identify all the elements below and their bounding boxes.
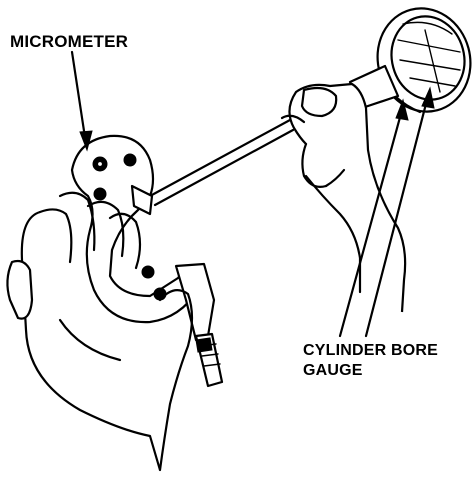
bore-gauge-dial-icon — [350, 0, 472, 122]
micrometer-leader-arrow — [72, 52, 92, 150]
bore-gauge-rod — [150, 120, 293, 205]
cylinder-bore-gauge-label-line2: GAUGE — [303, 361, 438, 381]
right-hand-icon — [282, 84, 405, 312]
cylinder-bore-gauge-label: CYLINDER BORE GAUGE — [303, 341, 438, 381]
cylinder-bore-gauge-label-line1: CYLINDER BORE — [303, 341, 438, 361]
micrometer-label: MICROMETER — [10, 32, 128, 52]
